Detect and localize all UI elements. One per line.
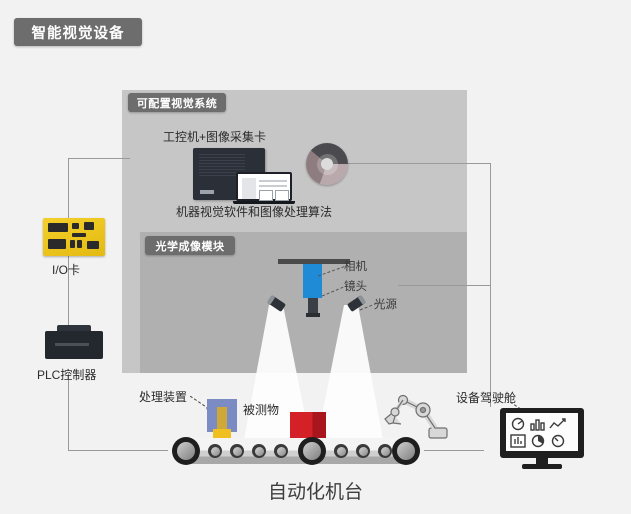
- laptop-panel: [259, 190, 273, 201]
- lens-label: 镜头: [344, 281, 367, 293]
- laptop-row: [259, 180, 287, 182]
- conveyor-roller-large: [298, 437, 326, 465]
- disc-hole: [321, 158, 333, 170]
- monitor-frame: [500, 408, 584, 458]
- conveyor-roller-small: [378, 444, 392, 458]
- optics-leaders: [318, 265, 381, 311]
- plc-controller: [45, 325, 103, 359]
- conveyor-roller-small: [334, 444, 348, 458]
- badge-optical-module: 光学成像模块: [145, 236, 235, 255]
- laptop-row: [259, 185, 287, 187]
- pie-chart-icon: [531, 434, 545, 448]
- connector-right-vertical-upper: [490, 163, 491, 285]
- connector-bottom-left-horizontal: [68, 450, 168, 451]
- cockpit-label: 设备驾驶舱: [456, 391, 517, 405]
- ipc-label: 工控机+图像采集卡: [163, 130, 267, 144]
- object-under-test-label: 被测物: [243, 403, 280, 417]
- conveyor-roller-large: [172, 437, 200, 465]
- monitor-screen: [506, 413, 578, 451]
- connector-optics-horizontal: [398, 285, 490, 286]
- speedometer-icon: [551, 434, 565, 448]
- connector-disc-horizontal: [348, 163, 490, 164]
- connector-right-vertical-lower: [490, 285, 491, 407]
- laptop-panel: [275, 190, 289, 201]
- connector-conveyor-to-monitor: [424, 450, 484, 451]
- light-source-label: 光源: [374, 299, 397, 311]
- laptop-base: [233, 201, 295, 204]
- page-title-badge: 智能视觉设备: [14, 18, 142, 46]
- page-title: 智能视觉设备: [31, 25, 125, 42]
- io-card: [43, 218, 105, 256]
- plc-slot: [55, 343, 89, 346]
- pc-led-strip: [200, 190, 214, 194]
- line-chart-icon: [549, 418, 566, 429]
- conveyor-roller-small: [356, 444, 370, 458]
- conveyor-roller-small: [252, 444, 266, 458]
- camera-mount-bar: [278, 259, 350, 264]
- object-under-test: [290, 412, 326, 439]
- roller-conveyor: [172, 437, 420, 465]
- connector-plc-to-conveyor: [68, 372, 69, 450]
- camera-body: [303, 264, 322, 298]
- badge-optical-module-label: 光学成像模块: [155, 240, 225, 253]
- io-card-label: I/O卡: [52, 263, 81, 277]
- laptop-sidebar: [242, 178, 256, 199]
- diagram-caption: 自动化机台: [267, 482, 363, 503]
- connector-top-to-io: [68, 158, 69, 220]
- conveyor-roller-small: [230, 444, 244, 458]
- badge-vision-system: 可配置视觉系统: [128, 93, 226, 112]
- plc-label: PLC控制器: [37, 368, 97, 382]
- processing-device-label: 处理装置: [139, 390, 188, 404]
- connector-top-horizontal: [68, 158, 130, 159]
- hmi-laptop: [233, 172, 295, 204]
- software-label: 机器视觉软件和图像处理算法: [176, 205, 333, 219]
- software-disc-icon: [306, 143, 348, 185]
- bar-chart-icon: [530, 419, 545, 431]
- monitor-base: [522, 464, 562, 469]
- processing-device-arm: [217, 407, 227, 429]
- histogram-icon: [510, 434, 526, 448]
- panel-optical-module: [140, 232, 467, 373]
- camera-lens-tip: [306, 313, 320, 317]
- plc-top: [57, 325, 91, 333]
- connector-io-to-plc: [68, 256, 69, 326]
- conveyor-roller-small: [274, 444, 288, 458]
- conveyor-roller-small: [208, 444, 222, 458]
- camera-lens: [308, 298, 318, 315]
- badge-vision-system-label: 可配置视觉系统: [136, 97, 218, 110]
- processing-device: [207, 399, 237, 439]
- conveyor-roller-large: [392, 437, 420, 465]
- camera-label: 相机: [344, 261, 367, 273]
- gauge-icon: [511, 417, 525, 431]
- robot-arm: [384, 394, 448, 439]
- processing-device-base: [213, 429, 231, 438]
- laptop-screen: [236, 172, 292, 201]
- monitor-neck: [536, 458, 548, 465]
- cockpit-monitor: [500, 408, 584, 470]
